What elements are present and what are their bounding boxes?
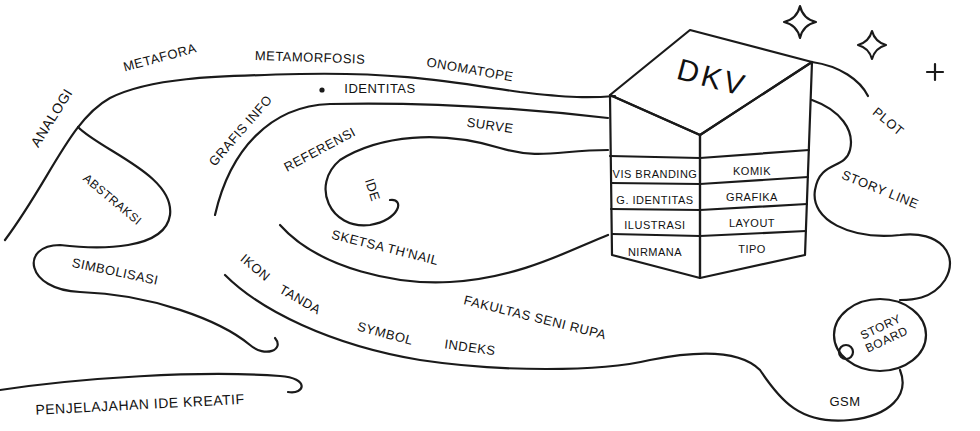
text-holder: STORY BOARD	[854, 310, 915, 358]
sketch-label: ABSTRAKSI	[80, 172, 144, 228]
sketch-label: STORY LINE	[839, 168, 920, 212]
text-holder: G. IDENTITAS	[614, 190, 697, 208]
idea-spiral	[326, 137, 608, 225]
text-holder: TIPO	[735, 239, 769, 257]
story-swirl	[812, 100, 950, 300]
node-text: GRAFIKA	[726, 191, 778, 204]
label-holder: GRAFIS INFO	[207, 93, 276, 169]
sketch-label: REFERENSI	[282, 125, 358, 175]
layer-line	[700, 231, 806, 236]
layer-band: ILUSTRASI	[622, 215, 689, 230]
label-holder: IDENTITAS	[344, 82, 415, 96]
layer-band: GRAFIKA	[723, 187, 781, 202]
label-holder: REFERENSI	[282, 125, 358, 175]
sketch-label: METAFORA	[122, 41, 198, 74]
sketch-label: GSM	[829, 395, 860, 409]
layer-line	[700, 204, 807, 210]
layer-band: TIPO	[735, 239, 769, 254]
node-text: STORY BOARD	[854, 310, 915, 358]
sketch-label: IDE	[362, 177, 383, 203]
sketch-label: SIMBOLISASI	[71, 256, 160, 288]
sketch-label: SYMBOL	[356, 320, 415, 349]
sketch-label: PENJELAJAHAN IDE KREATIF	[35, 392, 245, 418]
label-holder: IDE	[362, 177, 383, 203]
label-holder: METAMORFOSIS	[255, 49, 366, 67]
text-holder: NIRMANA	[625, 242, 685, 260]
sketch-label: SURVE	[466, 116, 515, 137]
info-swirl	[215, 104, 608, 215]
label-holder: FAKULTAS SENI RUPA	[462, 293, 607, 342]
layer-line	[700, 150, 809, 158]
sketch-label: METAMORFOSIS	[255, 49, 366, 67]
stack-title: DKV	[673, 52, 750, 104]
abstraction-loop	[34, 127, 278, 352]
text-holder: LAYOUT	[726, 213, 778, 231]
label-holder: SYMBOL	[356, 320, 415, 349]
text-holder: KOMIK	[730, 161, 774, 179]
sign-swirl	[225, 275, 903, 421]
label-holder: PENJELAJAHAN IDE KREATIF	[35, 392, 245, 418]
bullet-dot	[319, 87, 324, 92]
layer-line	[700, 177, 808, 184]
label-holder: TANDA	[277, 282, 324, 317]
label-holder: INDEKS	[444, 337, 497, 358]
label-holder: SURVE	[466, 116, 515, 137]
outer-swirl	[5, 74, 615, 240]
sketch-label: GRAFIS INFO	[207, 93, 276, 169]
text-holder: DKV	[673, 52, 750, 104]
node-text: ILUSTRASI	[624, 219, 685, 232]
sparkle-star	[784, 6, 816, 38]
storyboard-ellipse	[834, 299, 926, 371]
label-holder: IKON	[237, 252, 272, 285]
label-holder: SKETSA TH'NAIL	[330, 228, 440, 268]
node-text: NIRMANA	[628, 246, 682, 259]
layer-line	[611, 183, 700, 184]
layer-line	[612, 234, 700, 236]
node-text: KOMIK	[733, 165, 771, 178]
sketch-label: PLOT	[870, 105, 907, 139]
sketch-label: FAKULTAS SENI RUPA	[462, 293, 607, 342]
storyboard-oval: STORY BOARD	[832, 297, 928, 373]
node-text: LAYOUT	[729, 217, 775, 230]
stack-face	[610, 95, 700, 278]
sketch-label: TANDA	[277, 282, 324, 317]
text-holder: VIS BRANDING	[610, 164, 701, 182]
dkv-stack: VIS BRANDING KOMIK G. IDENTITAS GRAFIKA ILUS…	[600, 20, 820, 285]
creative-swirl	[0, 374, 302, 392]
layer-band: G. IDENTITAS	[614, 190, 697, 205]
node-text: VIS BRANDING	[613, 168, 698, 181]
node-text: G. IDENTITAS	[616, 194, 693, 207]
sparkle-star	[858, 31, 886, 59]
plus-mark	[927, 64, 943, 80]
sketch-label: INDEKS	[444, 337, 497, 358]
layer-band: VIS BRANDING	[610, 164, 701, 179]
label-holder: SIMBOLISASI	[71, 256, 160, 288]
label-holder: ABSTRAKSI	[80, 172, 144, 228]
layer-band: NIRMANA	[625, 242, 685, 257]
sketch-label: IDENTITAS	[344, 82, 415, 96]
loop-circle	[839, 345, 853, 359]
label-holder: PLOT	[870, 105, 907, 139]
node-text: TIPO	[738, 243, 766, 256]
layer-line	[611, 209, 700, 210]
plot-stroke	[812, 62, 868, 96]
layer-line	[610, 156, 700, 158]
label-holder: METAFORA	[122, 41, 198, 74]
layer-band: LAYOUT	[726, 213, 778, 228]
layer-band: KOMIK	[730, 161, 774, 176]
text-holder: GRAFIKA	[723, 187, 781, 205]
sketch-label: SKETSA TH'NAIL	[330, 228, 440, 268]
sketch-swirl	[280, 225, 608, 282]
sketch-label: IKON	[237, 252, 272, 285]
label-holder: STORY LINE	[839, 168, 920, 212]
text-holder: ILUSTRASI	[622, 215, 689, 233]
label-holder: GSM	[829, 395, 860, 409]
